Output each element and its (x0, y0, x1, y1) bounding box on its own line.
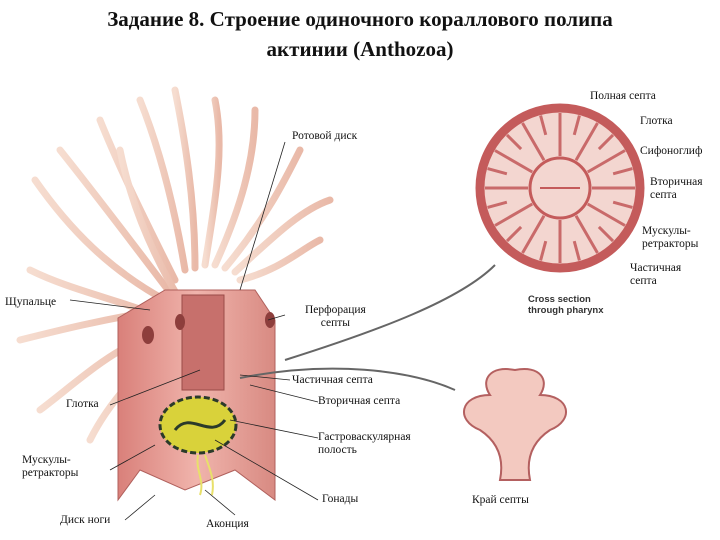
septum-line (487, 200, 508, 209)
septum-line (597, 225, 615, 243)
septum-edge-detail (463, 368, 567, 481)
label-gastrovascular-cavity: Гастроваскулярная полость (318, 431, 411, 457)
cs-caption: Cross section through pharynx (528, 294, 603, 316)
septum-line (574, 214, 599, 254)
title-line-2: актинии (Anthozoa) (266, 37, 454, 61)
cs-caption-1: Cross section (528, 294, 591, 305)
title-line-1: Задание 8. Строение одиночного кораллово… (107, 7, 613, 31)
cs-label-partial-septum: Частичная септа (630, 262, 681, 288)
label-retractor-muscles: Мускулы- ретракторы (22, 454, 78, 480)
gonads (158, 395, 238, 496)
septum-line (505, 225, 523, 243)
connector-arrows (239, 264, 496, 391)
septum-line (572, 240, 581, 261)
septum-line (586, 149, 626, 174)
label-oral-disc: Ротовой диск (292, 130, 358, 142)
septum-line (494, 202, 534, 227)
label-septum-edge: Край септы (472, 494, 529, 506)
leader-lines (69, 141, 319, 521)
cs-label-secondary-2: септа (650, 189, 677, 201)
label-gastrovascular-2: полость (318, 444, 357, 456)
label-tentacle: Щупальце (5, 296, 57, 308)
septum-line (487, 167, 508, 176)
cross-section-septa (485, 113, 635, 263)
label-septum-perforation-1: Перфорация (305, 304, 366, 316)
label-acontia: Аконция (206, 518, 249, 530)
cs-label-complete-septum: Полная септа (590, 90, 656, 102)
septum-line (612, 167, 633, 176)
septum-line (505, 133, 523, 151)
septum-line (574, 122, 599, 162)
label-secondary-septum: Вторичная септа (318, 395, 401, 407)
body-column (117, 289, 276, 502)
septum-line (521, 122, 546, 162)
septum-line (521, 214, 546, 254)
label-septum-perforation: Перфорация септы (305, 304, 366, 330)
label-retractor-2: ретракторы (22, 467, 79, 479)
septum-line (539, 240, 548, 261)
slide-title: Задание 8. Строение одиночного кораллово… (0, 4, 720, 64)
cs-label-retractor-muscles: Мускулы- ретракторы (642, 225, 698, 251)
label-gonads: Гонады (322, 493, 359, 505)
label-partial-septum: Частичная септа (292, 374, 373, 386)
label-septum-perforation-2: септы (320, 317, 351, 329)
septum-line (586, 202, 626, 227)
cs-label-retractor-2: ретракторы (642, 238, 699, 250)
cs-label-partial-1: Частичная (630, 262, 682, 274)
septum-line (539, 115, 548, 136)
septum-line (597, 133, 615, 151)
cs-label-partial-2: септа (630, 275, 657, 287)
cs-label-siphonoglyph: Сифоноглиф (640, 145, 703, 157)
septum-line (572, 115, 581, 136)
cs-label-secondary-septum: Вторичная септа (650, 176, 703, 202)
cs-caption-2: through pharynx (528, 305, 604, 316)
septum-line (494, 149, 534, 174)
label-gastrovascular-1: Гастроваскулярная (318, 431, 411, 443)
label-retractor-1: Мускулы- (22, 454, 71, 466)
cs-label-secondary-1: Вторичная (650, 176, 703, 188)
septum-line (612, 200, 633, 209)
label-pharynx: Глотка (66, 398, 99, 410)
label-pedal-disc: Диск ноги (60, 514, 111, 526)
cs-label-retractor-1: Мускулы- (642, 225, 691, 237)
cs-label-pharynx: Глотка (640, 115, 673, 127)
